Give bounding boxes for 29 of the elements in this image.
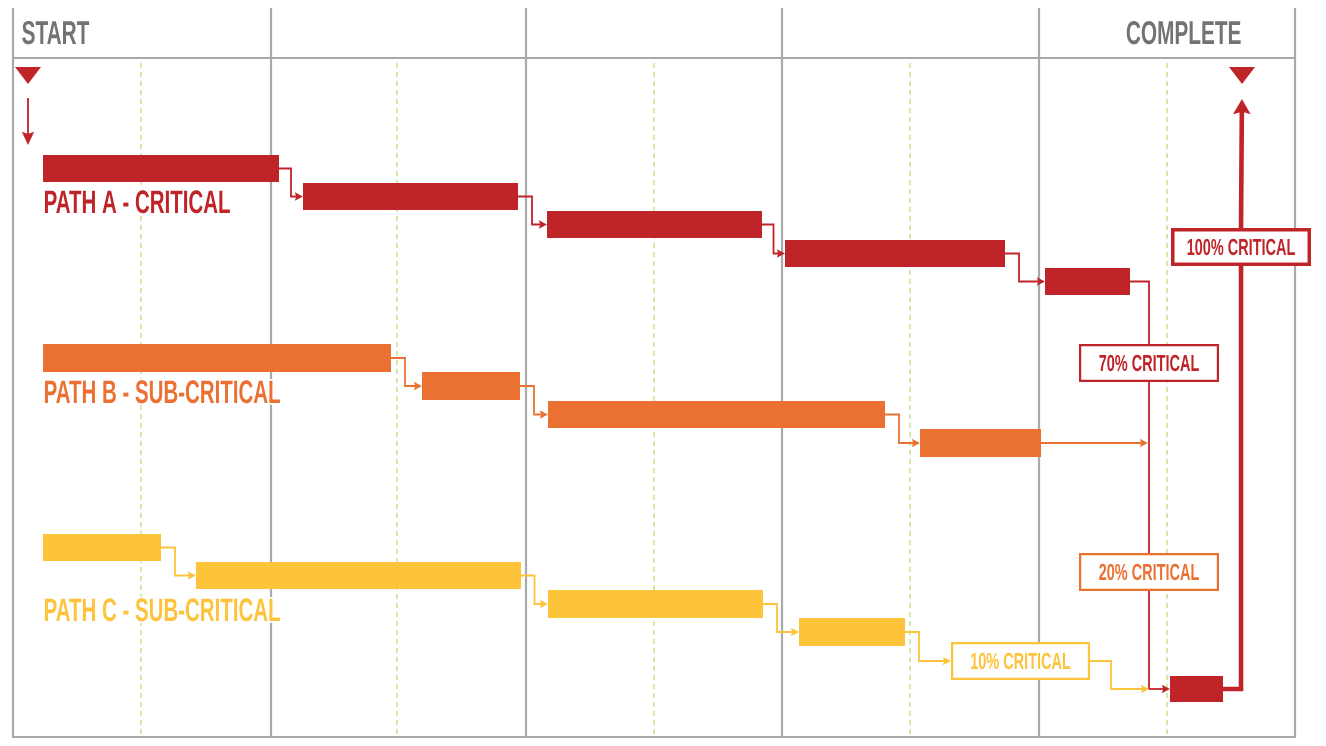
header-label: COMPLETE (1124, 19, 1243, 46)
bar (196, 562, 521, 589)
bar (548, 401, 885, 428)
bar (422, 372, 520, 400)
bar (1045, 268, 1130, 295)
connector-line (1129, 280, 1150, 345)
bar (548, 590, 763, 618)
connector-line (1223, 266, 1244, 692)
label-box: 10% CRITICAL (951, 642, 1090, 680)
path-label: PATH C - SUB-CRITICAL (42, 596, 282, 623)
triangle-marker (15, 67, 41, 84)
bar (43, 155, 279, 182)
bar (43, 344, 391, 372)
bar (1170, 676, 1223, 702)
bar (43, 534, 161, 561)
header-label: START (20, 19, 91, 46)
bar (547, 211, 762, 238)
path-label: PATH A - CRITICAL (42, 188, 232, 215)
bar (785, 240, 1005, 267)
label-box: 100% CRITICAL (1171, 228, 1311, 266)
label-box: 20% CRITICAL (1079, 553, 1219, 591)
bar (920, 429, 1041, 457)
bar (303, 183, 518, 210)
label-box: 70% CRITICAL (1079, 344, 1219, 382)
bar (799, 618, 905, 646)
triangle-marker (1229, 67, 1255, 84)
connector-line (1148, 590, 1150, 690)
connector-line (1148, 381, 1150, 554)
path-label: PATH B - SUB-CRITICAL (42, 378, 282, 405)
